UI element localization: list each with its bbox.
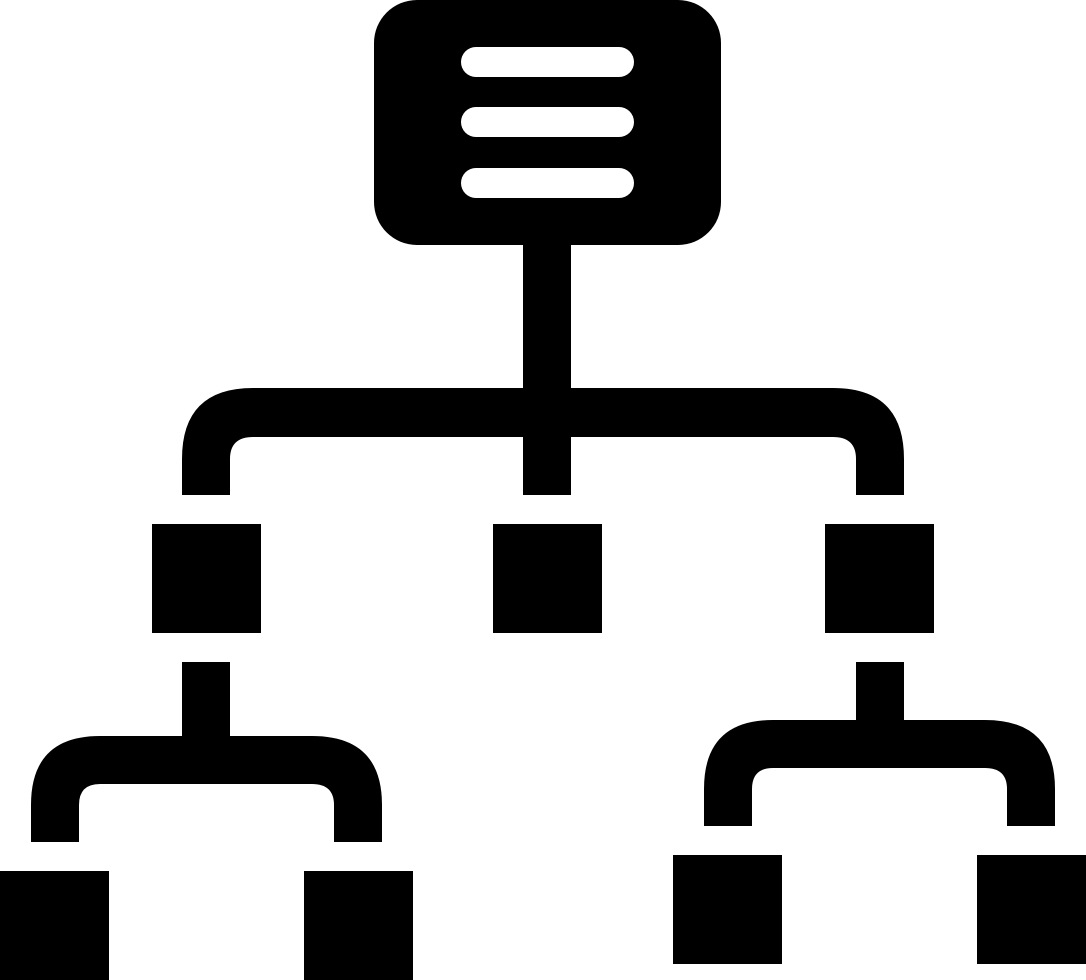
level2-node	[977, 855, 1086, 964]
level2-node	[673, 855, 782, 964]
left-sub-branch	[31, 736, 382, 842]
level1-nodes	[152, 524, 934, 633]
root-stem	[523, 245, 571, 391]
menu-lines-icon	[461, 47, 634, 198]
level1-node-center	[493, 524, 602, 633]
menu-line	[461, 47, 634, 77]
menu-line	[461, 168, 634, 198]
root-node	[374, 0, 721, 245]
left-sub-stem	[182, 662, 230, 738]
right-sub-stem	[856, 662, 904, 722]
menu-line	[461, 107, 634, 137]
level1-branch	[182, 388, 904, 495]
right-subtree	[673, 662, 1086, 964]
level1-node-left	[152, 524, 261, 633]
level1-node-right	[825, 524, 934, 633]
root-connector	[182, 245, 904, 495]
level2-node	[0, 871, 109, 980]
right-sub-branch	[704, 720, 1055, 826]
left-subtree	[0, 662, 413, 980]
level2-node	[304, 871, 413, 980]
